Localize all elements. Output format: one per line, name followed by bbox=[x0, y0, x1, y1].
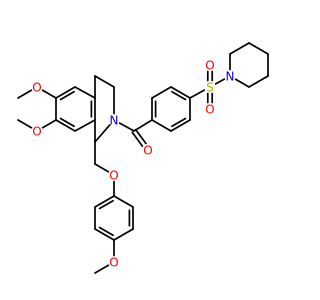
bond-34 bbox=[151, 119, 172, 132]
bond-38 bbox=[214, 78, 226, 85]
bond-25 bbox=[94, 264, 110, 274]
bond-31 bbox=[170, 86, 191, 99]
bond-2 bbox=[74, 119, 96, 132]
bond-4 bbox=[74, 86, 96, 99]
bond-27-b bbox=[134, 128, 147, 145]
bond-5-inner bbox=[59, 90, 75, 101]
bond-35 bbox=[189, 89, 206, 99]
atom-label-s-sulfonyl: S bbox=[206, 81, 214, 95]
bond-23 bbox=[113, 195, 134, 208]
bond-39 bbox=[234, 78, 250, 88]
bond-20-inner bbox=[98, 226, 114, 237]
atom-label-n-piperidine: N bbox=[226, 70, 235, 84]
bond-9 bbox=[17, 119, 33, 129]
bond-42 bbox=[248, 42, 269, 55]
bond-30 bbox=[151, 86, 172, 99]
bond-20 bbox=[94, 228, 115, 241]
bond-27-a bbox=[131, 131, 144, 147]
bond-1-inner bbox=[59, 117, 75, 128]
atom-label-o-ome-mid: O bbox=[32, 125, 41, 139]
bond-1 bbox=[55, 119, 76, 132]
bond-31-inner bbox=[171, 90, 187, 101]
bond-26 bbox=[118, 122, 135, 132]
bond-33 bbox=[170, 119, 191, 132]
bond-5 bbox=[55, 86, 76, 99]
bond-18-inner bbox=[98, 199, 114, 210]
atom-label-o-ome-bottom: O bbox=[109, 256, 118, 270]
bond-33-inner bbox=[171, 117, 187, 128]
bond-21 bbox=[113, 228, 134, 241]
bond-43 bbox=[229, 42, 250, 55]
bond-6 bbox=[17, 89, 33, 99]
atom-label-o-ome-top: O bbox=[32, 81, 41, 95]
atom-label-o-sulfonyl-top: O bbox=[205, 59, 214, 73]
atom-label-o-carbonyl: O bbox=[143, 144, 152, 158]
bond-layer bbox=[17, 42, 269, 274]
atom-label-o-ether: O bbox=[109, 169, 118, 183]
atom-label-o-sulfonyl-bottom: O bbox=[205, 103, 214, 117]
bond-28 bbox=[133, 119, 153, 132]
bond-11 bbox=[94, 75, 115, 88]
bond-18 bbox=[94, 195, 115, 208]
bond-16 bbox=[94, 163, 110, 173]
atom-label-n-ring: N bbox=[110, 114, 119, 128]
bond-8 bbox=[41, 119, 57, 129]
bond-13 bbox=[94, 124, 111, 143]
bond-40 bbox=[248, 75, 269, 88]
bond-7 bbox=[41, 89, 57, 99]
